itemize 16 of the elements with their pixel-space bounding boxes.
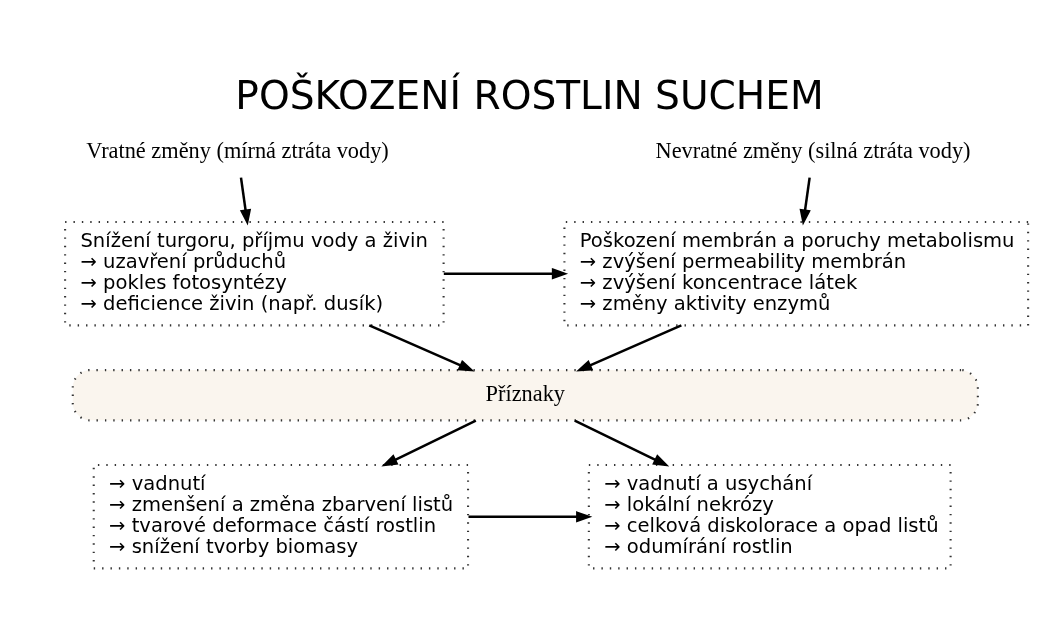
arrow <box>799 176 811 226</box>
arrow <box>381 419 477 467</box>
arrow <box>368 323 475 372</box>
node-text: Nevratné změny (silná ztráta vody) <box>655 137 971 163</box>
node-box: Poškození membrán a poruchy metabolismu → zvýšení permeability membrán → zvýšení koncentrace látek → změny aktivity enzymů <box>563 220 1030 326</box>
node-box: → vadnutí a usychání → lokální nekrózy → celková diskolorace a opad listů → odumírání rostlin <box>587 463 952 569</box>
arrow <box>239 176 252 226</box>
node-box: → vadnutí → zmenšení a změna zbarvení listů → tvarové deformace částí rostlin → snížení tvorby biomasy <box>92 463 470 569</box>
arrow <box>468 510 593 522</box>
node-box: Snížení turgoru, příjmu vody a živin → uzavření průduchů → pokles fotosyntézy → deficience živin (např. dusík) <box>64 220 445 326</box>
node-box: Příznaky <box>71 368 979 421</box>
arrow <box>574 419 670 467</box>
node-text: Vratné změny (mírná ztráta vody) <box>86 137 389 163</box>
arrow <box>576 323 682 372</box>
arrow <box>443 267 569 279</box>
diagram-title: POŠKOZENÍ ROSTLIN SUCHEM <box>235 72 824 118</box>
